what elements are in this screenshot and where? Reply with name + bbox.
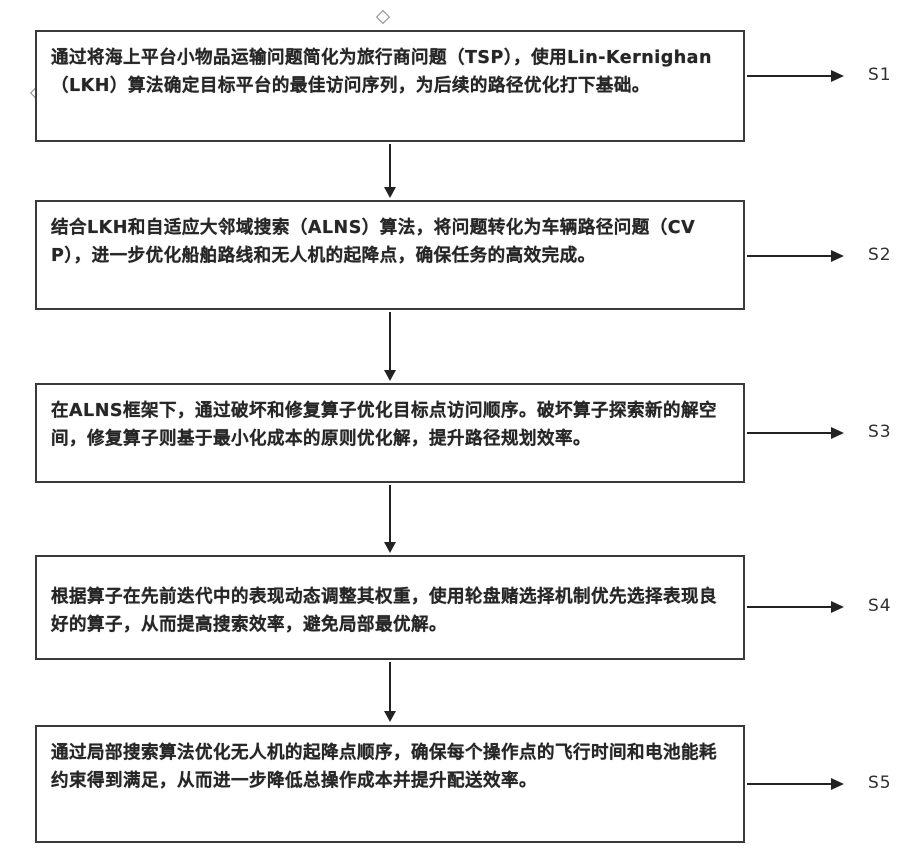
step-label-s1: S1: [868, 65, 892, 85]
arrow-step1-to-step2: [382, 144, 397, 198]
step-5-text: 通过局部搜索算法优化无人机的起降点顺序，确保每个操作点的飞行时间和电池能耗约束得…: [51, 743, 717, 791]
step-3-text: 在ALNS框架下，通过破坏和修复算子优化目标点访问顺序。破坏算子探索新的解空间，…: [51, 401, 717, 449]
step-box-5: 通过局部搜索算法优化无人机的起降点顺序，确保每个操作点的飞行时间和电池能耗约束得…: [35, 725, 745, 843]
step-box-3: 在ALNS框架下，通过破坏和修复算子优化目标点访问顺序。破坏算子探索新的解空间，…: [35, 383, 745, 483]
step-1-text: 通过将海上平台小物品运输问题简化为旅行商问题（TSP），使用Lin-Kernig…: [51, 48, 712, 96]
step-box-1: 通过将海上平台小物品运输问题简化为旅行商问题（TSP），使用Lin-Kernig…: [35, 30, 745, 142]
step-label-s2: S2: [868, 245, 892, 265]
step-label-s3: S3: [868, 422, 892, 442]
step-2-text: 结合LKH和自适应大邻域搜索（ALNS）算法，将问题转化为车辆路径问题（CVP）…: [51, 218, 696, 266]
step-box-2: 结合LKH和自适应大邻域搜索（ALNS）算法，将问题转化为车辆路径问题（CVP）…: [35, 200, 745, 310]
arrow-step2-to-s2: [747, 249, 844, 264]
step-label-s4: S4: [868, 596, 892, 616]
step-label-s5: S5: [868, 773, 892, 793]
arrow-step3-to-s3: [747, 426, 844, 441]
arrow-step4-to-s4: [747, 600, 844, 615]
step-4-text: 根据算子在先前迭代中的表现动态调整其权重，使用轮盘赌选择机制优先选择表现良好的算…: [51, 587, 717, 635]
arrow-step2-to-step3: [382, 312, 397, 381]
arrow-step4-to-step5: [382, 662, 397, 722]
arrow-step1-to-s1: [747, 69, 844, 84]
step-box-4: 根据算子在先前迭代中的表现动态调整其权重，使用轮盘赌选择机制优先选择表现良好的算…: [35, 555, 745, 660]
arrow-step5-to-s5: [747, 777, 844, 792]
connector-diamond-top: [375, 9, 391, 25]
arrow-step3-to-step4: [382, 485, 397, 553]
